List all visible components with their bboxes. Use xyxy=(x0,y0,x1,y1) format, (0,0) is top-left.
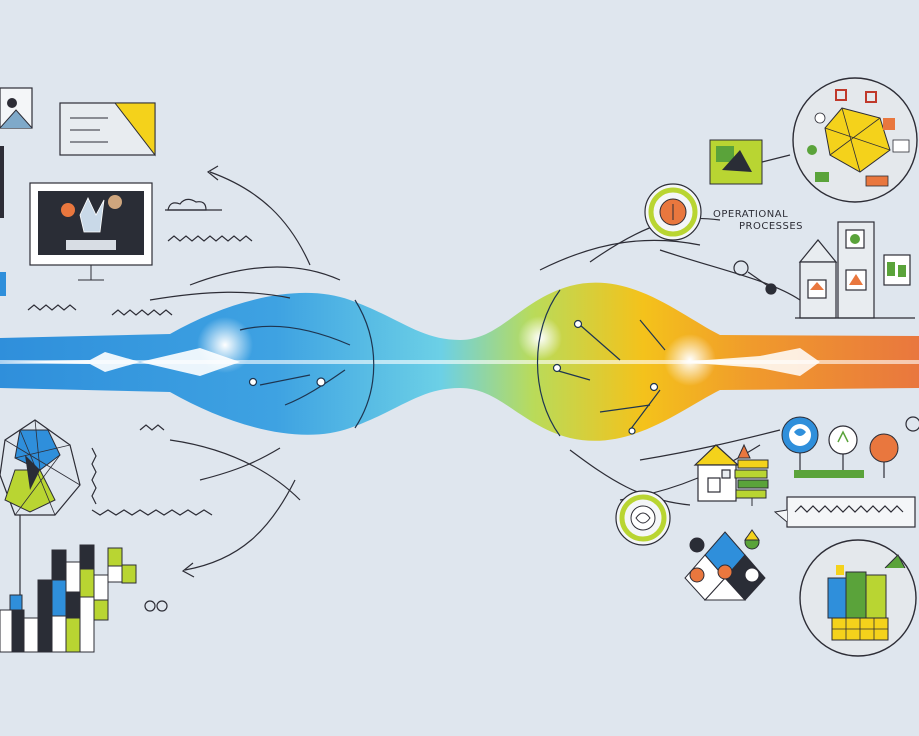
tree-icon xyxy=(734,443,769,506)
solar-panel-globe-icon xyxy=(799,539,917,657)
clock-gauge-icon xyxy=(644,183,702,241)
flow-nodes xyxy=(248,319,659,435)
map-icon xyxy=(709,139,791,185)
cloud-icon xyxy=(165,198,222,211)
zigzag-icon xyxy=(27,235,253,516)
glow-left xyxy=(197,317,253,373)
arrow-head-bottom-left xyxy=(181,562,195,578)
glow-right xyxy=(664,334,716,386)
geodesic-network-icon xyxy=(0,419,81,600)
process-label-line2: PROCESSES xyxy=(739,221,803,232)
arrow-head-top-left xyxy=(206,165,219,181)
document-card-icon xyxy=(59,102,156,157)
molecule-cluster-icon xyxy=(792,77,918,203)
envelope-icon xyxy=(0,87,33,129)
operational-processes-label: OPERATIONAL PROCESSES xyxy=(713,209,803,232)
process-label-line1: OPERATIONAL xyxy=(713,209,788,220)
monitor-icon xyxy=(29,182,153,281)
left-edge-blue xyxy=(0,272,6,296)
flow-inner-lines xyxy=(239,289,666,437)
house-icon xyxy=(693,444,740,502)
flow-core-line xyxy=(0,360,919,364)
people-diamond-icon xyxy=(684,529,766,601)
bar-blocks-icon xyxy=(0,544,137,653)
zigzag-box-icon xyxy=(773,496,916,528)
factory-buildings-icon xyxy=(733,221,915,319)
lollipop-icon xyxy=(781,416,919,478)
left-edge-bar xyxy=(0,146,4,218)
virus-gauge-icon xyxy=(615,490,671,546)
small-circles-icon xyxy=(144,600,168,612)
